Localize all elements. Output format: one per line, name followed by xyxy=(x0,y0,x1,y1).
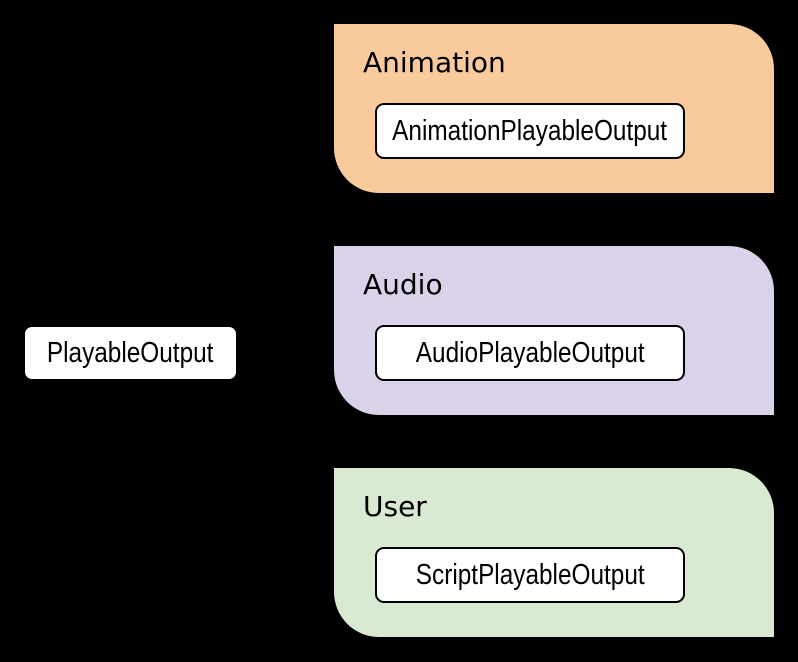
node-animation-playable-output: AnimationPlayableOutput xyxy=(375,103,685,159)
node-audio-playable-output-label: AudioPlayableOutput xyxy=(415,336,645,369)
node-playable-output: PlayableOutput xyxy=(23,325,238,381)
group-audio-title: Audio xyxy=(363,268,443,301)
group-user: User ScriptPlayableOutput xyxy=(334,468,774,637)
group-user-title: User xyxy=(363,490,427,523)
group-animation-title: Animation xyxy=(363,46,506,79)
node-animation-playable-output-label: AnimationPlayableOutput xyxy=(392,114,668,147)
group-audio: Audio AudioPlayableOutput xyxy=(334,246,774,415)
node-script-playable-output: ScriptPlayableOutput xyxy=(375,547,685,603)
node-playable-output-label: PlayableOutput xyxy=(47,336,214,369)
node-script-playable-output-label: ScriptPlayableOutput xyxy=(415,558,645,591)
node-audio-playable-output: AudioPlayableOutput xyxy=(375,325,685,381)
group-animation: Animation AnimationPlayableOutput xyxy=(334,24,774,193)
